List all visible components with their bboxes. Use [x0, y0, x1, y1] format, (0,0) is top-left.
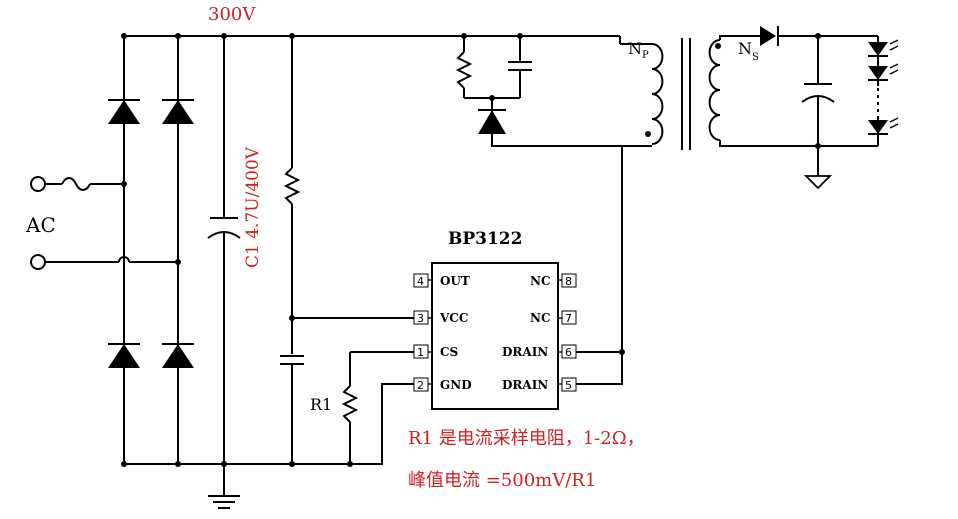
fuse-icon: [61, 177, 91, 191]
ns-label: N: [738, 39, 752, 58]
gnd-wire: [350, 383, 414, 465]
ac-label: AC: [25, 213, 56, 237]
ic-bp3122: BP3122 4 OUT 3 VCC 1 CS 2 GND 8 NC 7 NC …: [413, 229, 577, 410]
diode-d3: [108, 343, 140, 368]
c1-label: C1 4.7U/400V: [243, 146, 263, 268]
r1-label: R1: [310, 395, 332, 414]
pin-number-6: 6: [565, 346, 572, 359]
pin-number-2: 2: [417, 379, 424, 392]
vcc-capacitor: [280, 355, 304, 467]
capacitor-c1: C1 4.7U/400V: [207, 33, 263, 467]
pin-number-4: 4: [417, 275, 424, 288]
pin-cs-label: CS: [440, 345, 458, 359]
pin-number-8: 8: [565, 275, 572, 288]
led-2: [868, 63, 899, 81]
pin-number-3: 3: [417, 312, 424, 325]
diode-d4: [162, 343, 194, 368]
diode-d2: [162, 99, 194, 124]
resistor-r1: R1: [310, 351, 414, 467]
pin-gnd-label: GND: [440, 378, 472, 392]
np-sub: P: [642, 50, 649, 61]
note-line-1: R1 是电流采样电阻，1-2Ω，: [408, 428, 645, 449]
ac-input: AC: [25, 176, 181, 270]
np-label: N: [628, 39, 642, 58]
pin-drain1-label: DRAIN: [502, 345, 548, 359]
transformer: N P N S: [620, 35, 878, 150]
rcd-snubber: [455, 33, 622, 147]
note-line-2: 峰值电流 =500mV/R1: [408, 470, 596, 491]
pin-drain2-label: DRAIN: [502, 378, 548, 392]
led-1: [868, 39, 899, 57]
output-stage: [760, 26, 899, 190]
drain-wire: [576, 146, 625, 385]
ns-sub: S: [752, 52, 759, 63]
pin-number-1: 1: [417, 346, 424, 359]
pin-nc1-label: NC: [530, 274, 551, 288]
bridge-rectifier: [108, 33, 194, 467]
pin-nc2-label: NC: [530, 311, 551, 325]
diode-d1: [108, 99, 140, 124]
top-rail: [124, 35, 621, 44]
pin-vcc-label: VCC: [439, 311, 468, 325]
pin-number-5: 5: [565, 379, 572, 392]
ground-symbol: [208, 464, 240, 509]
startup-resistor: [283, 33, 301, 354]
pin-number-7: 7: [565, 312, 572, 325]
chip-name: BP3122: [448, 229, 522, 249]
pin-out-label: OUT: [440, 274, 470, 288]
led-3: [868, 117, 899, 135]
voltage-label: 300V: [208, 4, 256, 25]
